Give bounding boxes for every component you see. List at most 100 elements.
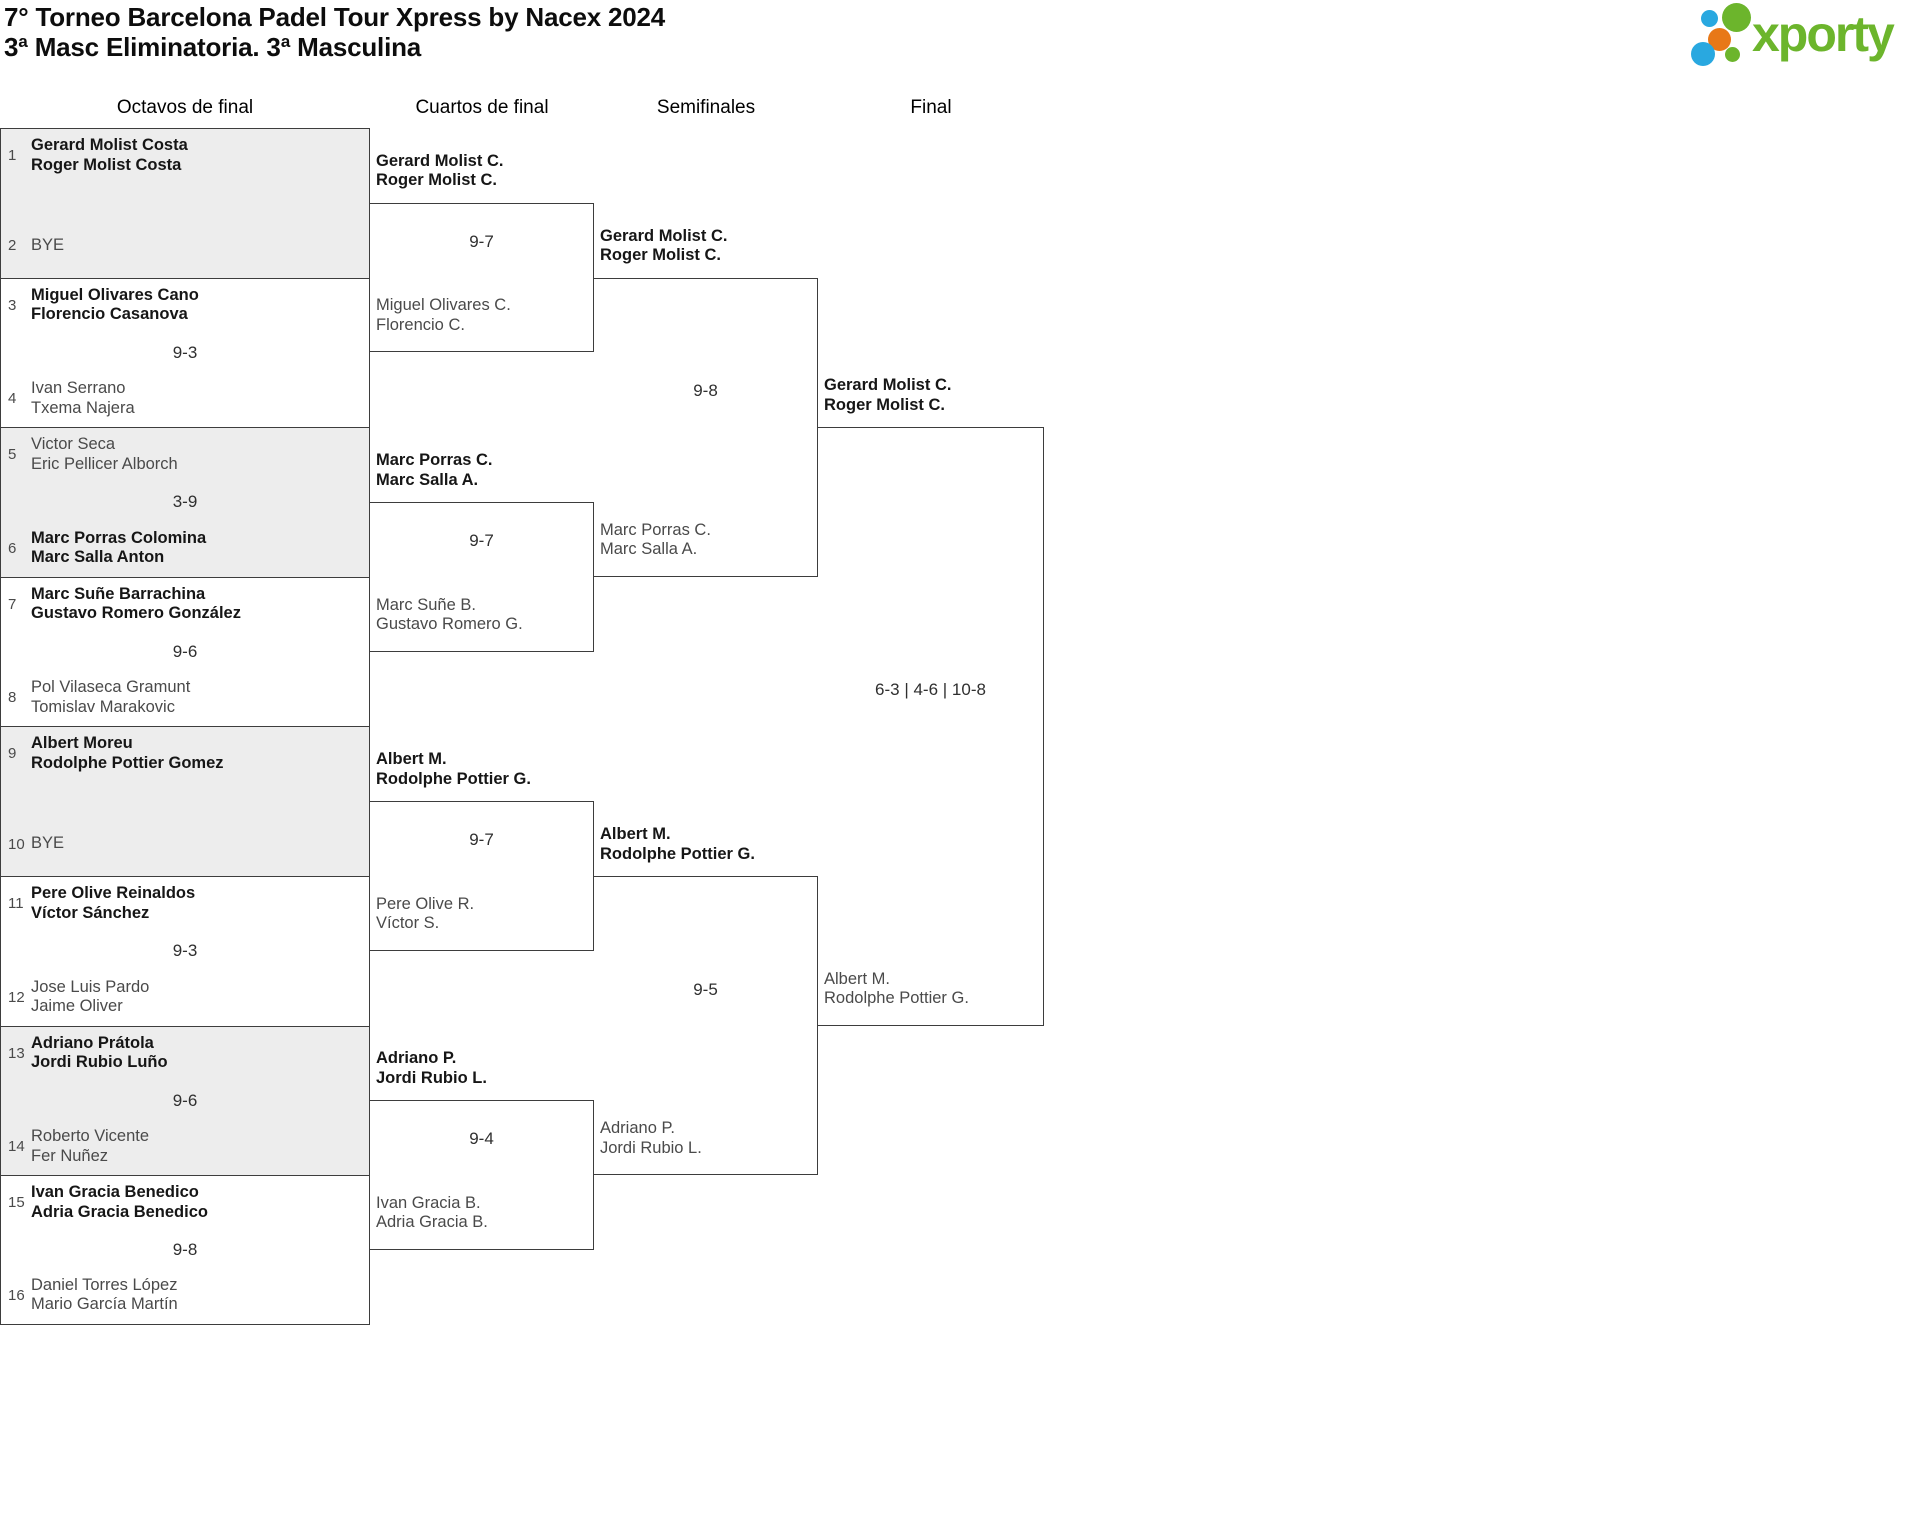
player-name: Victor Seca — [31, 435, 116, 454]
player-name: Pere Olive R. — [376, 894, 475, 913]
page-subtitle: 3ª Masc Eliminatoria. 3ª Masculina — [4, 32, 422, 62]
seed-number: 12 — [8, 988, 25, 1006]
advancing-team-top: Marc Porras C.Marc Salla A. — [376, 451, 492, 490]
seed-number: 4 — [8, 390, 17, 408]
player-name: Adriano P. — [376, 1049, 457, 1068]
final-match-1[interactable]: Gerard Molist C.Roger Molist C.6-3 | 4-6… — [818, 376, 1044, 1026]
match-score: 9-5 — [693, 979, 718, 999]
advancing-team-bottom: Adriano P.Jordi Rubio L. — [600, 1119, 702, 1158]
team-names: BYE — [31, 834, 64, 854]
advancing-team-top: Gerard Molist C.Roger Molist C. — [600, 227, 727, 266]
match-score: 9-6 — [172, 642, 198, 662]
seed-number: 5 — [8, 446, 17, 464]
seed-number: 11 — [8, 895, 24, 912]
player-name: Víctor Sánchez — [31, 903, 150, 922]
logo-dot-orange-icon — [1708, 28, 1731, 51]
player-name: Marc Porras Colomina — [31, 528, 207, 547]
seed-number: 13 — [8, 1044, 25, 1062]
player-name: Gerard Molist C. — [600, 226, 728, 245]
advancing-team-bottom: Marc Porras C.Marc Salla A. — [600, 521, 711, 560]
player-name: Marc Suñe Barrachina — [31, 584, 206, 603]
player-name: Adria Gracia B. — [376, 1213, 488, 1232]
player-name: Gustavo Romero G. — [376, 615, 523, 634]
advancing-team-bottom: Pere Olive R.Víctor S. — [376, 895, 474, 934]
seed-number: 14 — [8, 1138, 25, 1156]
player-name: Roberto Vicente — [31, 1127, 150, 1146]
logo-brand-text: xporty — [1752, 6, 1895, 62]
player-name: Marc Porras C. — [376, 451, 493, 469]
logo-dot-blue-small-icon — [1701, 10, 1718, 27]
seed-number: 7 — [8, 595, 17, 613]
player-name: Gustavo Romero González — [31, 604, 241, 623]
match-score: 9-7 — [469, 829, 494, 849]
match-score: 9-7 — [469, 231, 494, 251]
round-header-cuartos: Cuartos de final — [415, 97, 549, 118]
match-score: 9-4 — [469, 1129, 494, 1149]
player-name: Rodolphe Pottier Gomez — [31, 753, 224, 772]
logo-dot-green-large-icon — [1722, 3, 1751, 32]
round-header-semifinales: Semifinales — [656, 97, 756, 118]
advancing-team-top: Gerard Molist C.Roger Molist C. — [376, 152, 503, 191]
seed-number: 3 — [8, 296, 17, 314]
player-name: Rodolphe Pottier G. — [824, 989, 969, 1008]
advancing-team-top: Albert M.Rodolphe Pottier G. — [600, 825, 755, 864]
player-name: Miguel Olivares C. — [376, 296, 511, 315]
player-name: Marc Suñe B. — [376, 595, 476, 614]
player-name: BYE — [31, 236, 65, 255]
round-header-octavos: Octavos de final — [116, 97, 254, 118]
advancing-team-top: Albert M.Rodolphe Pottier G. — [376, 750, 531, 789]
player-name: Roger Molist C. — [376, 171, 498, 190]
player-name: Albert M. — [376, 750, 447, 769]
team-names: BYE — [31, 236, 64, 256]
seed-number: 9 — [8, 745, 17, 763]
advancing-team-bottom: Ivan Gracia B.Adria Gracia B. — [376, 1194, 488, 1233]
player-name: Adria Gracia Benedico — [31, 1202, 208, 1221]
page-title: 7° Torneo Barcelona Padel Tour Xpress by… — [4, 2, 666, 32]
player-name: Jordi Rubio L. — [376, 1068, 487, 1087]
player-name: Marc Salla A. — [376, 470, 479, 489]
seed-number: 10 — [8, 835, 25, 853]
player-name: Pol Vilaseca Gramunt — [31, 678, 191, 697]
player-name: Víctor S. — [376, 914, 440, 933]
seed-number: 16 — [8, 1286, 25, 1304]
player-name: Roger Molist C. — [824, 395, 946, 414]
seed-number: 15 — [8, 1194, 25, 1212]
match-score: 9-7 — [469, 530, 494, 550]
xporty-logo[interactable]: xporty — [1686, 0, 1920, 74]
player-name: Rodolphe Pottier G. — [376, 769, 531, 788]
player-name: BYE — [31, 834, 65, 853]
